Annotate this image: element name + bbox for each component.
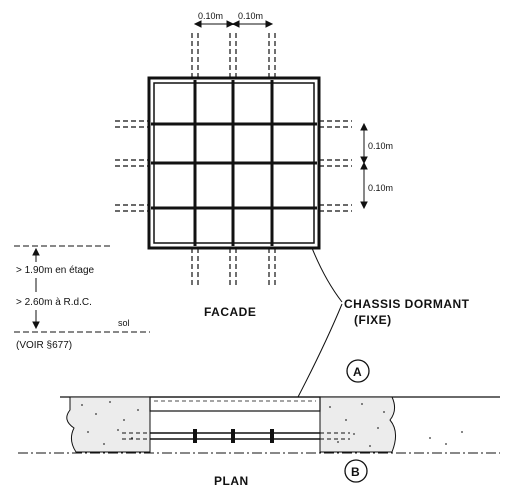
- height-ground-floor: > 2.60m à R.d.C.: [16, 297, 92, 308]
- frame-label-leaders: [297, 247, 343, 398]
- plan-bars: [122, 432, 350, 440]
- dim-spacing-v1: 0.10m: [368, 141, 393, 151]
- frame-label-line2: (FIXE): [354, 313, 392, 327]
- wall-right: [319, 396, 396, 453]
- facade-elevation: 0.10m 0.10m 0.10m 0.10m FACADE: [115, 11, 393, 319]
- plan-frame: [149, 396, 321, 412]
- reference-note: (VOIR §677): [16, 340, 72, 351]
- height-annotations: [14, 245, 150, 333]
- top-dimension: [193, 20, 274, 28]
- frame-label-line1: CHASSIS DORMANT: [344, 297, 470, 311]
- horizontal-bar-extensions: [115, 120, 352, 212]
- right-dimension: [360, 122, 368, 210]
- window-frame-outer: [147, 76, 321, 250]
- plan-bar-sections: [193, 429, 274, 443]
- plan-label: PLAN: [214, 474, 249, 488]
- masonry-speckles: [81, 401, 463, 447]
- section-mark-b: B: [351, 465, 360, 479]
- plan-view: PLAN: [18, 396, 500, 488]
- dim-spacing-v2: 0.10m: [368, 183, 393, 193]
- section-marker-a: A: [346, 359, 370, 383]
- ground-label: sol: [118, 318, 130, 328]
- section-mark-a: A: [353, 365, 362, 379]
- facade-label: FACADE: [204, 305, 256, 319]
- dim-spacing-h1: 0.10m: [198, 11, 223, 21]
- height-upper-floor: > 1.90m en étage: [16, 265, 95, 276]
- vertical-bar-extensions: [191, 33, 276, 285]
- wall-left: [66, 396, 151, 453]
- horizontal-bars: [151, 122, 317, 210]
- dim-spacing-h2: 0.10m: [238, 11, 263, 21]
- section-marker-b: B: [344, 459, 368, 483]
